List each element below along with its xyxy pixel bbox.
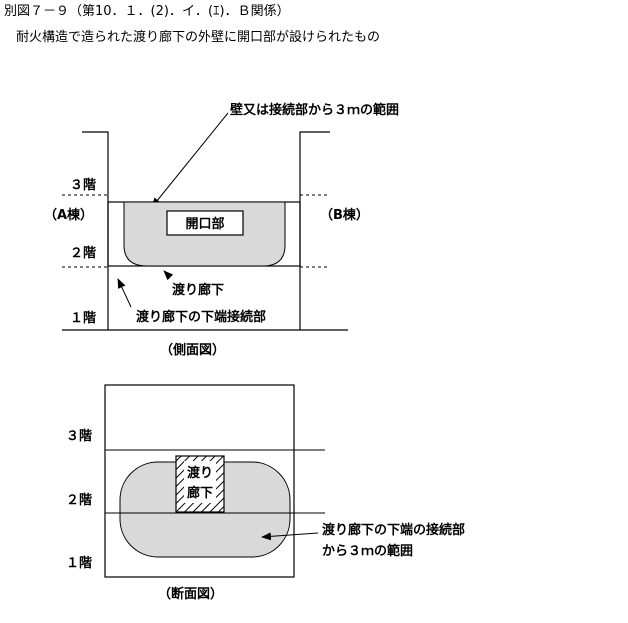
section-range-arrow [261,532,319,541]
building-a-label: （A棟） [44,207,93,223]
corridor-section-label-2: 廊下 [187,485,213,501]
corridor-section-label-bg [184,461,216,503]
section-view-caption: （断面図） [158,586,223,602]
corridor-section-label-1: 渡り [187,465,213,481]
side-view: 壁又は接続部から３ｍの範囲 開口部 ３階 ２階 １階 （A棟） （B棟） 渡り廊… [44,102,399,358]
section-range-label-1: 渡り廊下の下端の接続部 [322,522,465,538]
lower-conn-label: 渡り廊下の下端接続部 [136,309,266,325]
building-a-wall [82,131,109,330]
lower-conn-arrow [117,278,132,308]
building-b-wall [299,131,330,330]
side-range-arrow [151,112,229,208]
building-section-outline [104,384,295,578]
section-range-label-2: から３ｍの範囲 [322,543,413,559]
section-floor-2: ２階 [66,492,92,508]
side-floor-3: ３階 [70,177,96,193]
opening-box [166,210,244,236]
opening-label: 開口部 [185,216,224,232]
section-floor-1: １階 [66,555,92,571]
side-floor-2: ２階 [70,245,96,261]
section-view: 渡り 廊下 ３階 ２階 １階 渡り廊下の下端の接続部 から３ｍの範囲 （断面図） [66,384,465,602]
figure-subtitle: 耐火構造で造られた渡り廊下の外壁に開口部が設けられたもの [16,30,381,45]
figure-title: 別図７－９（第10．１．(2)．イ．(ｴ)．Ｂ関係） [4,4,290,19]
section-floor-3: ３階 [66,428,92,444]
side-view-caption: （側面図） [160,342,225,358]
corridor-label: 渡り廊下 [172,282,224,298]
corridor-label-arrow [163,270,174,281]
building-b-label: （B棟） [320,207,369,223]
side-range-label: 壁又は接続部から３ｍの範囲 [230,102,399,118]
side-floor-1: １階 [70,310,96,326]
